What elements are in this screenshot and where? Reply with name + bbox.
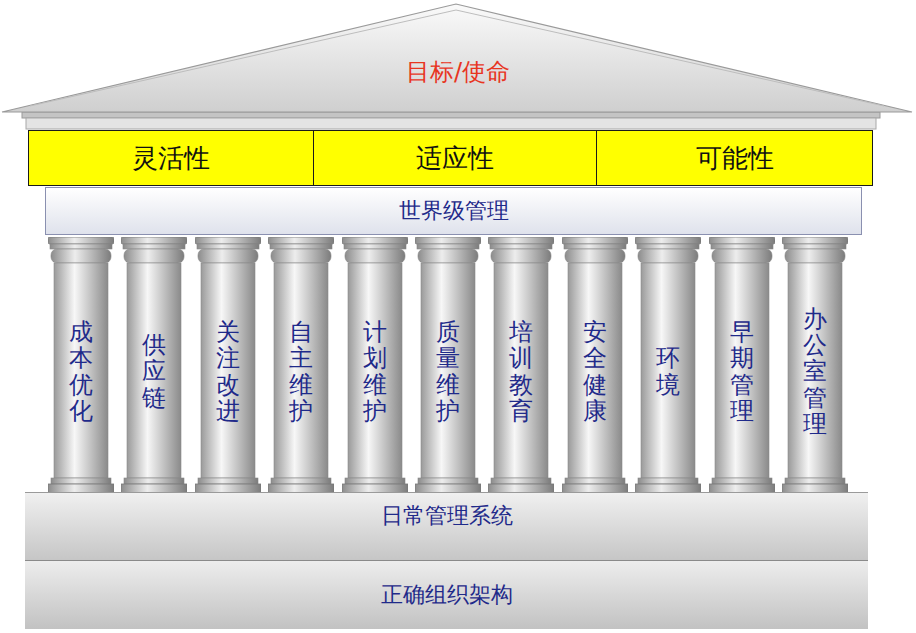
pillar-shaft: [641, 263, 695, 478]
capital-echinus: [638, 249, 698, 263]
roof-triangle: [2, 4, 912, 112]
pillar-label: 培训教育: [509, 319, 533, 425]
capital-ring: [784, 244, 846, 249]
capital-echinus: [271, 249, 331, 263]
goal-label: 目标/使命: [406, 56, 510, 88]
capital-plate: [48, 237, 114, 244]
capital-ring: [711, 244, 773, 249]
capital-ring: [50, 244, 112, 249]
pillar-shaft: [127, 263, 181, 478]
capital-ring: [123, 244, 185, 249]
capital-echinus: [785, 249, 845, 263]
pillar: 供应链: [121, 237, 187, 493]
pillar-torus: [51, 478, 111, 484]
pillar: 关注改进: [195, 237, 261, 493]
capital-plate: [415, 237, 481, 244]
pillar-label: 安全健康: [583, 319, 607, 425]
foundation-band: 日常管理系统: [25, 492, 868, 560]
pillar-torus: [785, 478, 845, 484]
pillar-label: 关注改进: [216, 319, 240, 425]
pillar: 培训教育: [488, 237, 554, 493]
pillar-shaft: [274, 263, 328, 478]
capital-echinus: [712, 249, 772, 263]
pillar-torus: [198, 478, 258, 484]
band-label: 日常管理系统: [381, 501, 513, 531]
capital-plate: [782, 237, 848, 244]
pillar: 早期管理: [709, 237, 775, 493]
capital-plate: [268, 237, 334, 244]
pillar: 质量维护: [415, 237, 481, 493]
capital-echinus: [124, 249, 184, 263]
capital-plate: [562, 237, 628, 244]
capital-ring: [344, 244, 406, 249]
pillar-label: 环境: [656, 345, 680, 398]
pillar-torus: [712, 478, 772, 484]
pillar-torus: [345, 478, 405, 484]
capital-echinus: [565, 249, 625, 263]
capital-plate: [635, 237, 701, 244]
pillar-label: 成本优化: [69, 319, 93, 425]
pillar-torus: [124, 478, 184, 484]
pillar-label: 办公室管理: [803, 306, 827, 438]
pillar-torus: [491, 478, 551, 484]
capital-plate: [342, 237, 408, 244]
band-label: 可能性: [696, 141, 774, 176]
capital-echinus: [418, 249, 478, 263]
pillar-label: 自主维护: [289, 319, 313, 425]
pillar-shaft: [788, 263, 842, 478]
architrave: [26, 118, 876, 129]
cornice: [22, 112, 880, 118]
pillar-shaft: [201, 263, 255, 478]
capital-plate: [488, 237, 554, 244]
pillar-shaft: [54, 263, 108, 478]
pillar-shaft: [348, 263, 402, 478]
pillar-shaft: [494, 263, 548, 478]
capital-ring: [197, 244, 259, 249]
capital-ring: [564, 244, 626, 249]
band-label: 适应性: [416, 141, 494, 176]
band-label: 灵活性: [132, 141, 210, 176]
pillar: 计划维护: [342, 237, 408, 493]
pillar-label: 供应链: [142, 332, 166, 411]
pillar-torus: [271, 478, 331, 484]
pillar-label: 早期管理: [730, 319, 754, 425]
roof-trim: [30, 10, 884, 106]
pillar-torus: [418, 478, 478, 484]
capital-echinus: [491, 249, 551, 263]
pillar: 环境: [635, 237, 701, 493]
capital-ring: [270, 244, 332, 249]
roof-pediment: 目标/使命: [0, 0, 916, 118]
pillar-shaft: [568, 263, 622, 478]
band-label: 世界级管理: [399, 196, 509, 226]
pillar-shaft: [421, 263, 475, 478]
pillar: 办公室管理: [782, 237, 848, 493]
pillar-shaft: [715, 263, 769, 478]
pillar-torus: [565, 478, 625, 484]
capital-ring: [490, 244, 552, 249]
pillar-label: 质量维护: [436, 319, 460, 425]
capital-ring: [417, 244, 479, 249]
principle-box: 适应性: [313, 130, 597, 186]
pillar: 自主维护: [268, 237, 334, 493]
band-label: 正确组织架构: [381, 580, 513, 610]
capital-ring: [637, 244, 699, 249]
foundation-band: 正确组织架构: [25, 560, 868, 629]
capital-plate: [195, 237, 261, 244]
pillar-label: 计划维护: [363, 319, 387, 425]
pillar: 安全健康: [562, 237, 628, 493]
management-band: 世界级管理: [45, 187, 862, 235]
pillar: 成本优化: [48, 237, 114, 493]
capital-plate: [121, 237, 187, 244]
capital-echinus: [345, 249, 405, 263]
principle-box: 可能性: [596, 130, 873, 186]
pillar-torus: [638, 478, 698, 484]
capital-echinus: [51, 249, 111, 263]
capital-echinus: [198, 249, 258, 263]
principle-box: 灵活性: [28, 130, 314, 186]
capital-plate: [709, 237, 775, 244]
